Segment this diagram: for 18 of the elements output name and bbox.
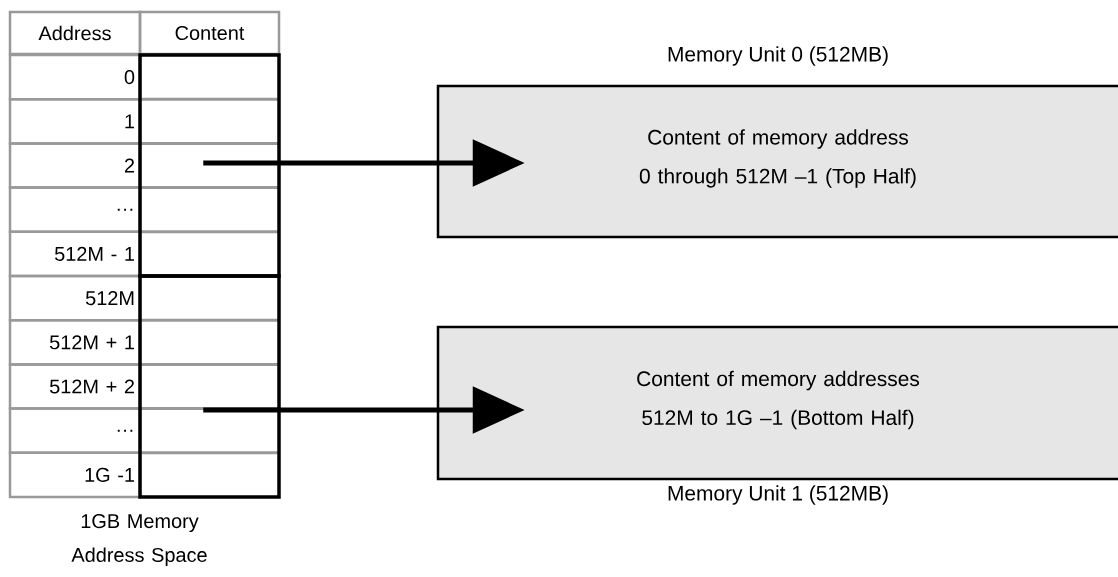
address-cell: … <box>8 186 142 234</box>
address-cell: 512M + 1 <box>8 318 142 366</box>
memory-block <box>138 274 281 499</box>
memory-unit-heading: Memory Unit 0 (512MB) <box>668 46 888 66</box>
address-cell: 0 <box>8 53 142 101</box>
address-cell: 512M - 1 <box>8 230 142 278</box>
address-cell: … <box>8 407 142 455</box>
table-caption: 1GB Memory Address Space <box>71 514 207 566</box>
memory-unit-heading: Memory Unit 1 (512MB) <box>668 485 888 505</box>
table-header-cell: Content <box>138 10 281 56</box>
address-cell: 512M + 2 <box>8 363 142 410</box>
table-header-cell: Address <box>8 10 142 56</box>
address-cell: 1G -1 <box>8 451 142 499</box>
address-cell: 1 <box>8 97 142 145</box>
memory-unit-box: Content of memory address 0 through 512M –1 (Top Half) <box>436 84 1118 239</box>
memory-unit-box: Content of memory addresses 512M to 1G –1 (Bottom Half) <box>436 325 1118 481</box>
address-cell: 2 <box>8 142 142 189</box>
address-cell: 512M <box>8 274 142 322</box>
